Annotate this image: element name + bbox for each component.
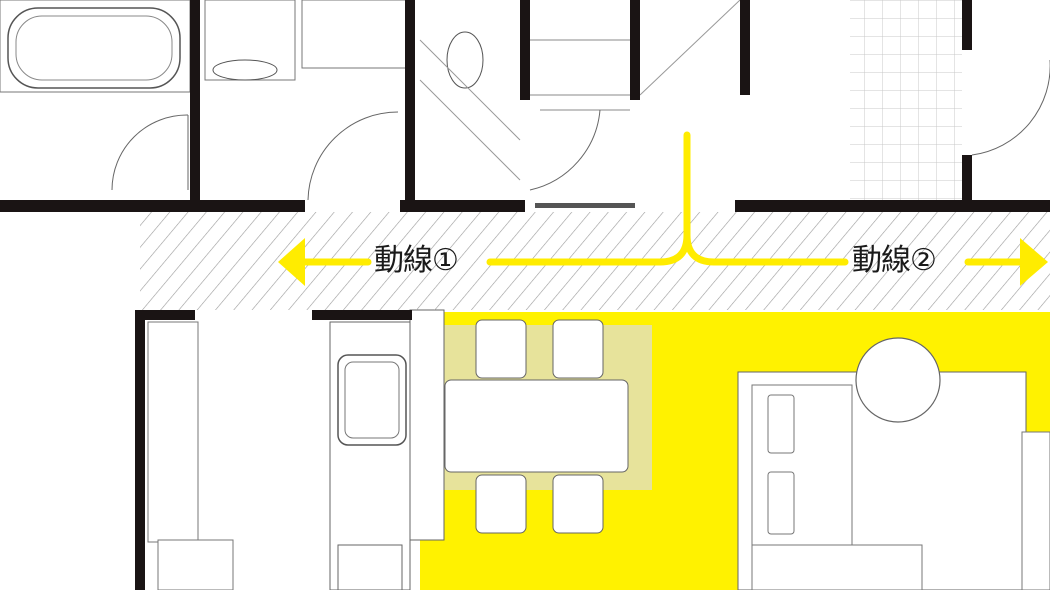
flow1-label: 動線① <box>374 243 459 278</box>
flow2-line <box>683 231 849 266</box>
tiled-room <box>850 0 962 200</box>
flow2-arrow-icon <box>1020 238 1048 286</box>
sofa-area <box>737 337 1050 590</box>
flow2-label: 動線② <box>852 243 937 278</box>
round-table <box>855 337 941 423</box>
dining-set <box>440 319 652 534</box>
toilet-stairs <box>419 0 741 191</box>
kitchen <box>147 309 445 590</box>
flow-paths <box>296 131 1029 266</box>
flow1-arrow-icon <box>278 238 305 286</box>
bathroom <box>0 0 408 201</box>
